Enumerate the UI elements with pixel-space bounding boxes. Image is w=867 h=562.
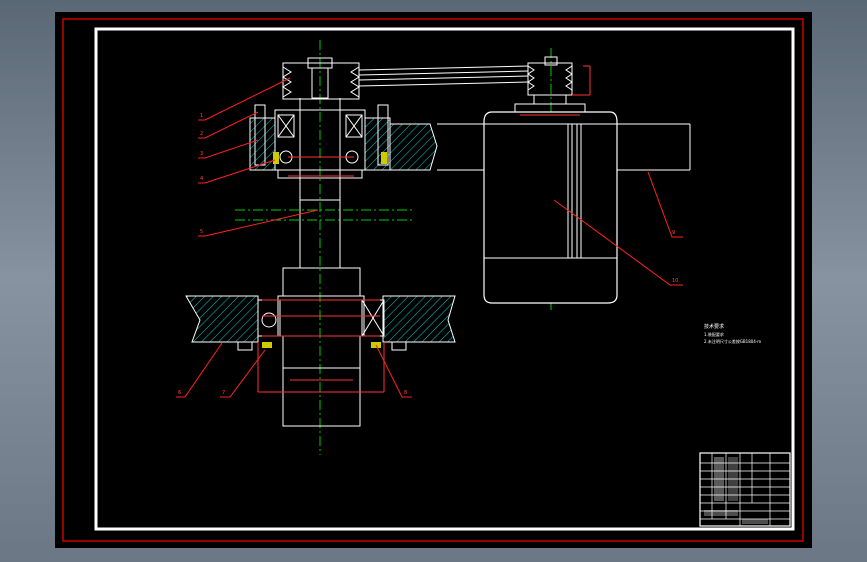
svg-text:2: 2 [200, 131, 203, 137]
inner-border [94, 27, 795, 531]
svg-text:1: 1 [200, 113, 203, 119]
svg-text:9: 9 [672, 230, 675, 236]
svg-text:8: 8 [404, 390, 407, 396]
svg-text:6: 6 [178, 390, 181, 396]
main-shaft [282, 98, 361, 427]
drive-pulley [282, 57, 360, 100]
balloon-labels: 1 2 3 4 5 6 7 8 9 10 [178, 113, 678, 396]
belt [358, 65, 529, 87]
lower-bearing-housing [185, 295, 456, 351]
drawing-sheet [55, 12, 812, 548]
leader-lines [176, 77, 683, 398]
technical-notes: 技术要求 1.装配要求 2.未注明尺寸公差按GB1804-m [704, 323, 761, 344]
driven-pulley [514, 56, 586, 113]
svg-text:5: 5 [200, 229, 203, 235]
outer-border [62, 18, 804, 542]
dimensions [257, 65, 591, 393]
motor-body [483, 111, 618, 304]
upper-bearing-housing [249, 104, 438, 179]
svg-text:10: 10 [672, 278, 678, 284]
notes-line-2: 2.未注明尺寸公差按GB1804-m [704, 338, 761, 344]
svg-text:3: 3 [200, 151, 203, 157]
notes-title: 技术要求 [704, 323, 724, 330]
svg-text:7: 7 [222, 390, 225, 396]
title-block [699, 452, 791, 527]
notes-line-1: 1.装配要求 [704, 331, 724, 337]
svg-text:4: 4 [200, 176, 203, 182]
